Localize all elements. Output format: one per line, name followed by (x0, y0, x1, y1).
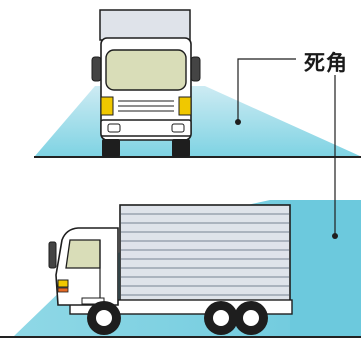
left-headlight (100, 96, 114, 116)
blind-spot-label: 死角 (304, 51, 348, 75)
bumper-light-right (171, 123, 185, 133)
bumper-light-left (107, 123, 121, 133)
side-mirror (48, 241, 57, 269)
side-indicator (57, 287, 69, 293)
front-truck (91, 9, 201, 157)
right-mirror (190, 56, 201, 82)
leader-top (237, 58, 296, 122)
side-window (65, 239, 101, 269)
rear-wheel-2 (234, 301, 268, 335)
right-headlight (178, 96, 192, 116)
side-blind-spot-right-band (290, 200, 361, 336)
front-wheel (87, 301, 121, 335)
front-view-group (34, 9, 361, 158)
label-leader-lines (237, 58, 336, 236)
left-mirror (91, 56, 102, 82)
front-cargo-box (99, 9, 191, 41)
front-bumper (100, 119, 192, 137)
front-right-tire (172, 139, 190, 157)
side-truck (48, 204, 293, 335)
rear-wheel-1 (204, 301, 238, 335)
side-headlight (57, 279, 69, 288)
front-blind-spot-area (35, 86, 360, 156)
front-windshield (105, 49, 187, 91)
side-view-group (0, 200, 361, 338)
front-left-tire (102, 139, 120, 157)
side-cargo-box (119, 204, 291, 304)
cargo-stripes (121, 213, 289, 296)
